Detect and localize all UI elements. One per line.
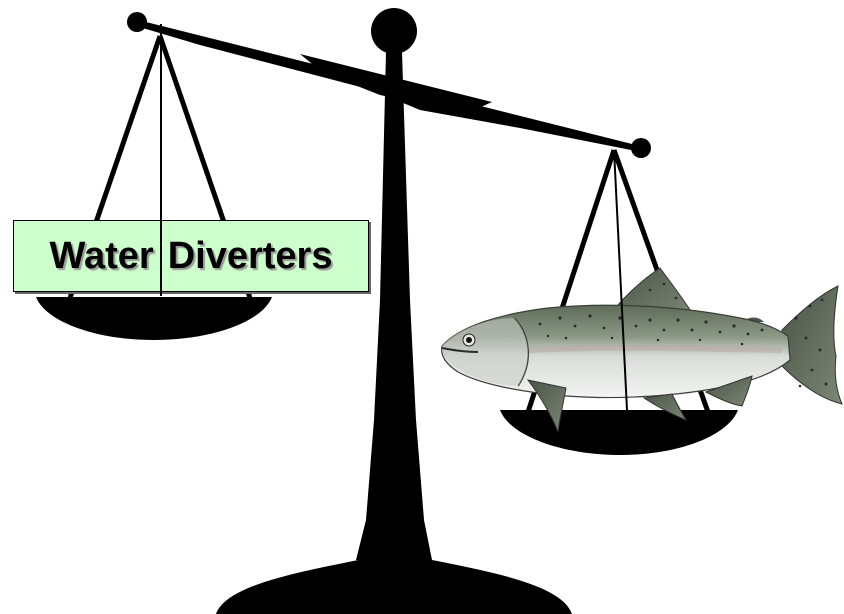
fish-body — [441, 304, 791, 399]
fish-tail — [781, 285, 843, 405]
beam-center-thickening — [300, 54, 492, 112]
fish-spots — [538, 282, 828, 388]
scale-base — [216, 540, 572, 614]
fish-pupil — [466, 337, 472, 343]
fish-dorsal-fin — [610, 267, 695, 317]
left-pan-assembly — [36, 24, 272, 340]
right-pan — [500, 410, 738, 455]
right-string-center — [613, 149, 628, 411]
scale-post — [356, 52, 432, 560]
left-pan — [36, 297, 272, 340]
label-word-diverters: Diverters — [167, 235, 333, 277]
salmon-icon — [441, 267, 843, 433]
fish-head — [441, 318, 529, 386]
right-pan-assembly — [500, 149, 738, 455]
fish-lateral-stripe — [527, 344, 783, 353]
fish-anal-fin — [704, 375, 753, 407]
beam-right-end — [631, 138, 651, 158]
fish-pectoral-fin — [526, 379, 567, 433]
scale-beam — [127, 12, 651, 158]
scale-top-knob — [371, 8, 417, 54]
water-diverters-label: Water Diverters — [13, 220, 369, 292]
scale-stand — [216, 8, 572, 614]
fish-pelvic-fin — [642, 393, 688, 422]
beam-left-end — [127, 12, 147, 32]
fish-mouth — [441, 347, 479, 353]
label-word-water: Water — [49, 235, 154, 277]
